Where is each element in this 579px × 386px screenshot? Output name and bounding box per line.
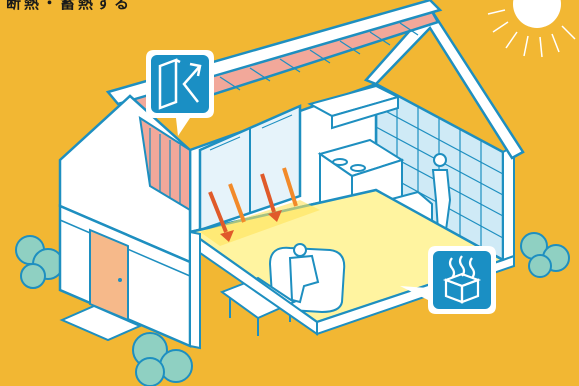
right-wall-section bbox=[503, 146, 514, 260]
front-cut-edge bbox=[190, 232, 200, 348]
caption: 断熱・蓄熱する bbox=[6, 0, 132, 13]
